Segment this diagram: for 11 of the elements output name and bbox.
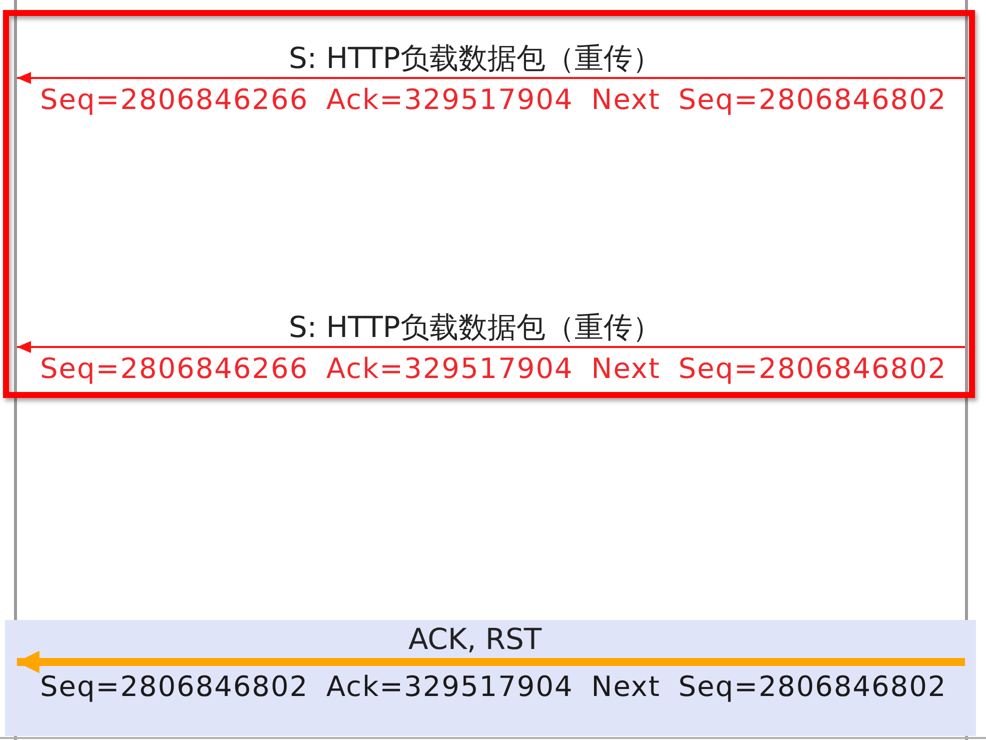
sequence-label: Seq=2806846266 Ack=329517904 Next Seq=2806846802 — [40, 354, 947, 384]
edge-label: S: HTTP负载数据包（重传） — [288, 311, 662, 343]
edge-label: S: HTTP负载数据包（重传） — [288, 42, 662, 74]
arrow — [17, 650, 965, 674]
sequence-label: Seq=2806846266 Ack=329517904 Next Seq=2806846802 — [40, 85, 947, 115]
arrow — [17, 72, 965, 84]
edge-label: ACK, RST — [408, 623, 542, 655]
sequence-label: Seq=2806846802 Ack=329517904 Next Seq=2806846802 — [40, 672, 947, 702]
lifeline — [14, 0, 17, 740]
lifeline — [965, 0, 968, 740]
arrow — [17, 341, 965, 353]
